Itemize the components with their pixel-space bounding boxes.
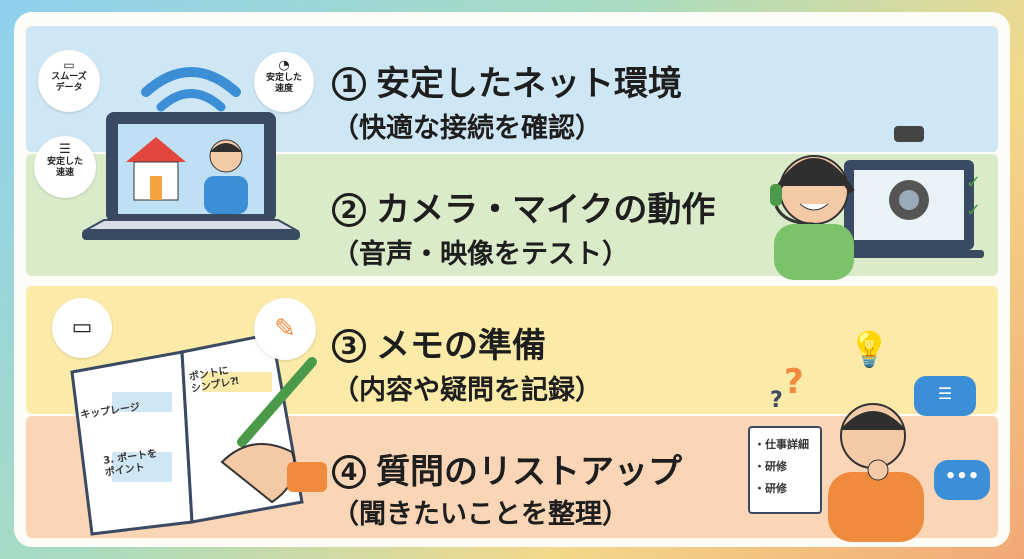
question-icon: ? bbox=[770, 388, 783, 413]
section-1-number: 1 bbox=[332, 67, 366, 101]
checklist-card: ・仕事詳細 ・研修 ・研修 bbox=[748, 426, 822, 514]
chat-bubble-icon: ••• bbox=[934, 460, 990, 500]
laptop-mini-icon: ▭ bbox=[63, 58, 75, 72]
thinking-person-icon bbox=[828, 403, 924, 542]
speedometer-icon: ◔ bbox=[278, 58, 290, 73]
check-icon: ✓ bbox=[966, 172, 982, 193]
section-2-subtitle: （音声・映像をテスト） bbox=[332, 239, 629, 270]
section-3-subtitle: （内容や疑問を記録） bbox=[332, 375, 602, 406]
lightbulb-icon: 💡 bbox=[848, 330, 891, 370]
section-3-number: 3 bbox=[332, 329, 366, 363]
headset-person-icon bbox=[770, 126, 984, 280]
question-icon: ? bbox=[784, 362, 804, 402]
notebook-icon bbox=[70, 332, 327, 536]
pencil-icon: ✎ bbox=[254, 298, 316, 360]
section-4-subtitle: （聞きたいことを整理） bbox=[332, 499, 629, 530]
speedometer-bubble: ◔ 安定した 速度 bbox=[254, 52, 314, 112]
section-4-number: 4 bbox=[332, 455, 366, 489]
smooth-data-bubble: ▭ スムーズ データ bbox=[38, 50, 100, 112]
database-icon: ☰ bbox=[59, 142, 71, 157]
section-1-subtitle: （快適な接続を確認） bbox=[332, 113, 602, 144]
database-bubble: ☰ 安定した 速速 bbox=[34, 136, 96, 198]
section-2-number: 2 bbox=[332, 193, 366, 227]
laptop-icon bbox=[82, 67, 300, 240]
check-icon: ✓ bbox=[966, 200, 982, 221]
chat-bubble-icon: ☰ bbox=[914, 376, 976, 416]
laptop-icon: ▭ bbox=[52, 298, 112, 358]
